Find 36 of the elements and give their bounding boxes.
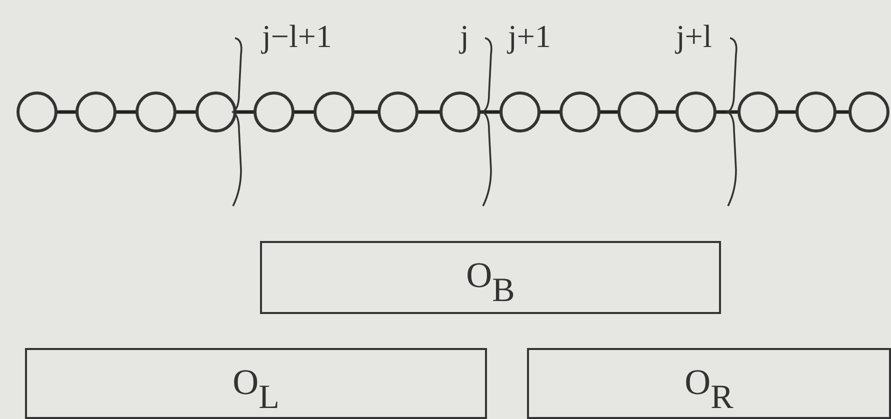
chain-circle [440, 92, 480, 132]
chain-circle [848, 92, 890, 132]
chain-circle [738, 92, 778, 132]
chain-line [777, 110, 797, 114]
operator-box [527, 348, 891, 419]
chain-circle [196, 92, 236, 132]
chain-circle [378, 92, 418, 132]
chain-line [599, 110, 619, 114]
chain-line [353, 110, 379, 114]
chain-circle [500, 92, 540, 132]
operator-box [260, 241, 721, 314]
chain-circle [254, 92, 294, 132]
chain-circle [618, 92, 658, 132]
chain-circle [16, 92, 58, 132]
chain-line [115, 110, 137, 114]
chain-line [657, 110, 677, 114]
site-index-label: j+1 [508, 20, 551, 52]
chain-line [293, 110, 315, 114]
chain-line [715, 110, 739, 114]
chain-line [835, 110, 850, 114]
chain-line [417, 110, 441, 114]
chain-circle [314, 92, 354, 132]
chain-circle [676, 92, 716, 132]
chain-circle [136, 92, 176, 132]
site-index-label: j [460, 20, 469, 52]
chain-line [479, 110, 501, 114]
chain-line [175, 110, 197, 114]
site-index-label: j+l [676, 20, 712, 52]
chain-circle [76, 92, 116, 132]
chain-line [539, 110, 561, 114]
chain-line [235, 110, 255, 114]
operator-box [25, 348, 487, 419]
chain-line [56, 110, 77, 114]
chain-circle [796, 92, 836, 132]
site-index-label: j−l+1 [262, 20, 332, 52]
chain-circle [560, 92, 600, 132]
